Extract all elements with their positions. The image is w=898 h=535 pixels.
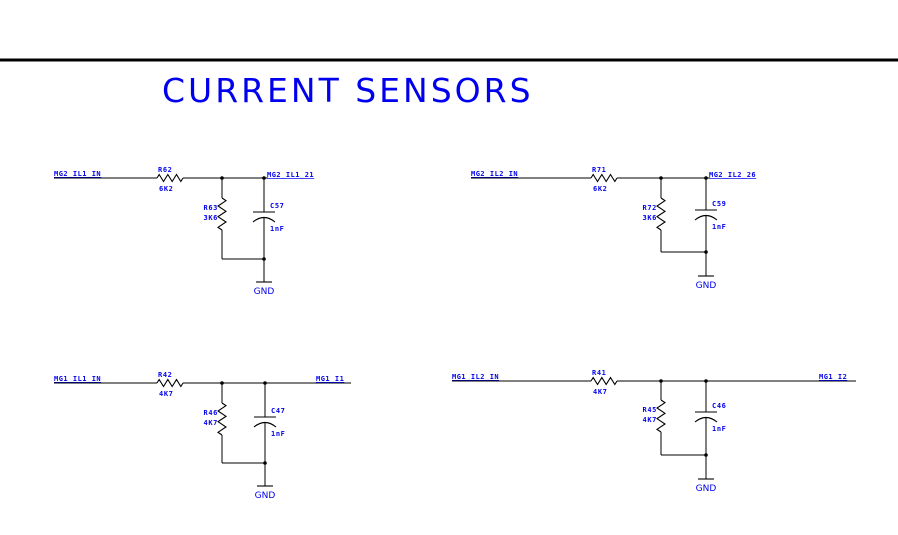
series-resistor-ref: R62	[158, 166, 172, 174]
input-net-label: MG1_IL1_IN	[54, 375, 101, 383]
series-resistor-value: 4K7	[593, 388, 607, 396]
junction-dot	[262, 257, 266, 261]
capacitor-ref: C47	[271, 407, 285, 415]
input-net-label: MG2_IL1_IN	[54, 170, 101, 178]
shunt-resistor-value: 4K7	[643, 416, 657, 424]
shunt-resistor-ref: R72	[643, 204, 657, 212]
shunt-resistor-symbol[interactable]	[656, 399, 666, 433]
shunt-resistor-symbol[interactable]	[217, 197, 227, 231]
ground-label: GND	[254, 287, 275, 297]
series-resistor-value: 6K2	[159, 185, 173, 193]
output-net-label: MG1_I1	[316, 375, 344, 383]
output-net-label: MG2_IL2_26	[709, 171, 756, 179]
input-net-label: MG2_IL2_IN	[471, 170, 518, 178]
junction-dot	[704, 250, 708, 254]
input-net-label: MG1_IL2_IN	[452, 373, 499, 381]
series-resistor-ref: R71	[592, 166, 606, 174]
shunt-resistor-ref: R63	[204, 204, 218, 212]
capacitor-value: 1nF	[271, 430, 285, 438]
shunt-resistor-ref: R45	[643, 406, 657, 414]
ground-label: GND	[696, 281, 717, 291]
series-resistor-symbol[interactable]	[156, 173, 184, 183]
junction-dot	[704, 453, 708, 457]
shunt-resistor-symbol[interactable]	[656, 197, 666, 231]
junction-dot	[263, 461, 267, 465]
capacitor-value: 1nF	[270, 225, 284, 233]
output-net-label: MG1_I2	[819, 373, 847, 381]
ground-label: GND	[696, 484, 717, 494]
series-resistor-ref: R42	[158, 371, 172, 379]
shunt-resistor-value: 3K6	[643, 214, 657, 222]
capacitor-ref: C57	[270, 202, 284, 210]
shunt-resistor-symbol[interactable]	[217, 402, 227, 436]
shunt-resistor-value: 4K7	[204, 419, 218, 427]
capacitor-value: 1nF	[712, 425, 726, 433]
output-net-label: MG2_IL1_21	[267, 171, 314, 179]
shunt-resistor-ref: R46	[204, 409, 218, 417]
series-resistor-ref: R41	[592, 369, 606, 377]
series-resistor-symbol[interactable]	[590, 376, 618, 386]
capacitor-ref: C59	[712, 200, 726, 208]
capacitor-value: 1nF	[712, 223, 726, 231]
shunt-resistor-value: 3K6	[204, 214, 218, 222]
capacitor-ref: C46	[712, 402, 726, 410]
sheet-title: CURRENT SENSORS	[162, 71, 534, 110]
series-resistor-value: 4K7	[159, 390, 173, 398]
series-resistor-symbol[interactable]	[156, 378, 184, 388]
series-resistor-symbol[interactable]	[590, 173, 618, 183]
ground-label: GND	[255, 491, 276, 501]
series-resistor-value: 6K2	[593, 185, 607, 193]
